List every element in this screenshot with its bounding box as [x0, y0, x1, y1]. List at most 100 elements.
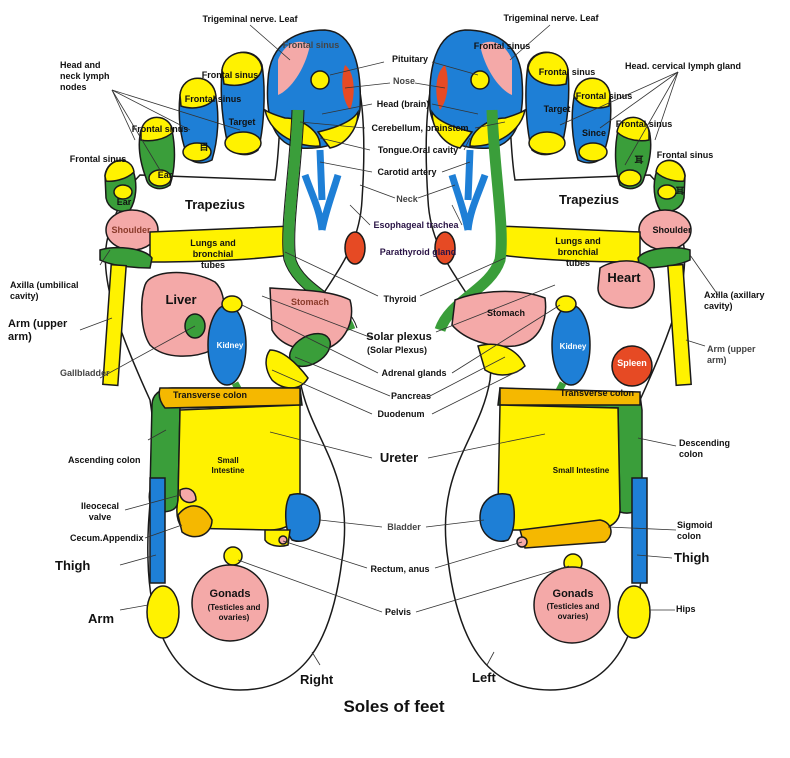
label-nose: Nose — [392, 76, 416, 86]
diagram-title: Soles of feet — [343, 697, 445, 716]
label-head-neck-lymph: Head and neck lymph nodes — [60, 60, 110, 92]
label-gonads-sub-left: (Testicles and ovaries) — [546, 602, 600, 621]
label-stomach-right: Stomach — [290, 297, 330, 307]
label-trigeminal-right: Trigeminal nerve. Leaf — [202, 14, 298, 24]
label-frontal-sinus-l1: Frontal sinus — [473, 41, 531, 51]
label-bladder: Bladder — [387, 522, 421, 532]
label-ureter: Ureter — [379, 450, 419, 465]
label-shoulder-left: Shoulder — [652, 225, 692, 235]
left-bladder — [479, 493, 515, 542]
label-target-left: Target — [543, 104, 571, 114]
left-arm-upper-zone — [667, 263, 692, 387]
label-ear-glyph-1: 耳 — [634, 155, 644, 165]
label-thigh-right: Thigh — [55, 558, 91, 573]
label-axilla-left: Axilla (axillary cavity) — [704, 290, 765, 311]
label-pelvis: Pelvis — [384, 607, 412, 617]
label-tongue: Tongue.Oral cavity — [377, 145, 459, 155]
left-stomach — [451, 290, 547, 348]
label-pancreas: Pancreas — [390, 391, 432, 401]
right-cecum — [177, 505, 213, 538]
label-descending-colon: Descending colon — [679, 438, 731, 459]
right-bladder — [285, 493, 321, 542]
right-arm-zone — [146, 585, 180, 639]
label-trigeminal-left: Trigeminal nerve. Leaf — [503, 13, 599, 23]
left-hips-zone — [617, 585, 651, 639]
label-cerebellum: Cerebellum, brainstem — [371, 123, 469, 133]
label-esophageal: Esophageal trachea — [373, 220, 459, 230]
left-heart — [597, 260, 655, 309]
label-gonads-sub-right: (Testicles and ovaries) — [207, 603, 261, 622]
leader-lines — [79, 24, 719, 666]
label-arm-upper-right: Arm (upper arm) — [8, 318, 68, 343]
left-spleen — [611, 345, 653, 387]
label-lungs-left: Lungs and bronchial tubes — [555, 236, 601, 268]
label-frontal-sinus-r2: Frontal sinus — [201, 70, 259, 80]
label-trapezius-left: Trapezius — [559, 192, 619, 207]
label-frontal-sinus-l5: Frontal sinus — [656, 150, 714, 160]
label-right-foot: Right — [300, 672, 334, 687]
label-parathyroid: Parathyroid gland — [379, 247, 457, 257]
label-neck: Neck — [396, 194, 418, 204]
label-head-brain: Head (brain) — [376, 99, 430, 109]
right-pelvis-dot — [223, 546, 243, 566]
label-rectum: Rectum, anus — [370, 564, 430, 574]
label-spleen: Spleen — [617, 358, 647, 368]
label-pituitary: Pituitary — [391, 54, 429, 64]
right-stomach — [269, 287, 353, 352]
label-small-intestine-left: Small Intestine — [552, 466, 610, 475]
label-gonads-right: Gonads — [209, 588, 251, 600]
label-frontal-sinus-r3: Frontal sinus — [184, 94, 242, 104]
label-trapezius-right: Trapezius — [185, 197, 245, 212]
label-sigmoid: Sigmoid colon — [677, 520, 713, 541]
left-transverse-colon — [499, 387, 641, 406]
label-arm-upper-left: Arm (upper arm) — [707, 344, 756, 365]
label-thyroid: Thyroid — [383, 294, 417, 304]
label-gallbladder: Gallbladder — [60, 368, 110, 378]
label-heart: Heart — [607, 270, 641, 285]
label-frontal-sinus-l2: Frontal sinus — [538, 67, 596, 77]
label-frontal-sinus-l4: Frontal sinus — [615, 119, 673, 129]
label-left-foot: Left — [472, 670, 496, 685]
label-frontal-sinus-r4: Frontal sinus — [131, 124, 189, 134]
right-pituitary-dot — [310, 70, 330, 90]
label-ear-glyph-2: 耳 — [675, 186, 685, 196]
label-arm: Arm — [88, 611, 115, 626]
label-frontal-sinus-r1: Frontal sinus — [282, 40, 340, 50]
label-gonads-left: Gonads — [552, 588, 594, 600]
label-lungs-right: Lungs and bronchial tubes — [190, 238, 236, 270]
label-kidney-left: Kidney — [559, 342, 587, 351]
label-hips: Hips — [676, 604, 696, 614]
label-ear-right-1: Ear — [157, 170, 173, 180]
left-thigh-zone — [631, 477, 648, 584]
right-gonads — [191, 564, 269, 642]
label-adrenal: Adrenal glands — [381, 368, 447, 378]
label-transverse-colon-right: Transverse colon — [172, 390, 248, 400]
label-stomach-left: Stomach — [486, 308, 526, 318]
label-head-cervical-lymph: Head. cervical lymph gland — [625, 61, 742, 71]
left-parathyroid — [434, 231, 456, 265]
label-frontal-sinus-r5: Frontal sinus — [69, 154, 127, 164]
left-adrenal — [555, 295, 577, 313]
label-small-intestine-right: Small Intestine — [211, 456, 245, 475]
label-eye-glyph: 目 — [199, 142, 209, 152]
label-shoulder-right: Shoulder — [111, 225, 151, 235]
left-gonads — [533, 566, 611, 644]
label-ascending-colon: Ascending colon — [68, 455, 141, 465]
left-pituitary-dot — [470, 70, 490, 90]
label-thigh-left: Thigh — [674, 550, 710, 565]
label-since: Since — [581, 128, 607, 138]
right-foot — [99, 29, 366, 691]
right-arm-upper-zone — [102, 263, 127, 387]
left-sigmoid-colon — [519, 519, 612, 549]
label-carotid: Carotid artery — [377, 167, 437, 177]
label-target-right: Target — [228, 117, 256, 127]
label-ileocecal: Ileocecal valve — [80, 501, 120, 522]
label-liver: Liver — [165, 292, 197, 307]
label-duodenum: Duodenum — [377, 409, 425, 419]
label-axilla-right: Axilla (umbilical cavity) — [10, 280, 79, 301]
right-thigh-zone — [149, 477, 166, 584]
label-cecum: Cecum.Appendix — [70, 533, 144, 543]
label-solar-plexus: Solar plexus — [366, 331, 432, 343]
